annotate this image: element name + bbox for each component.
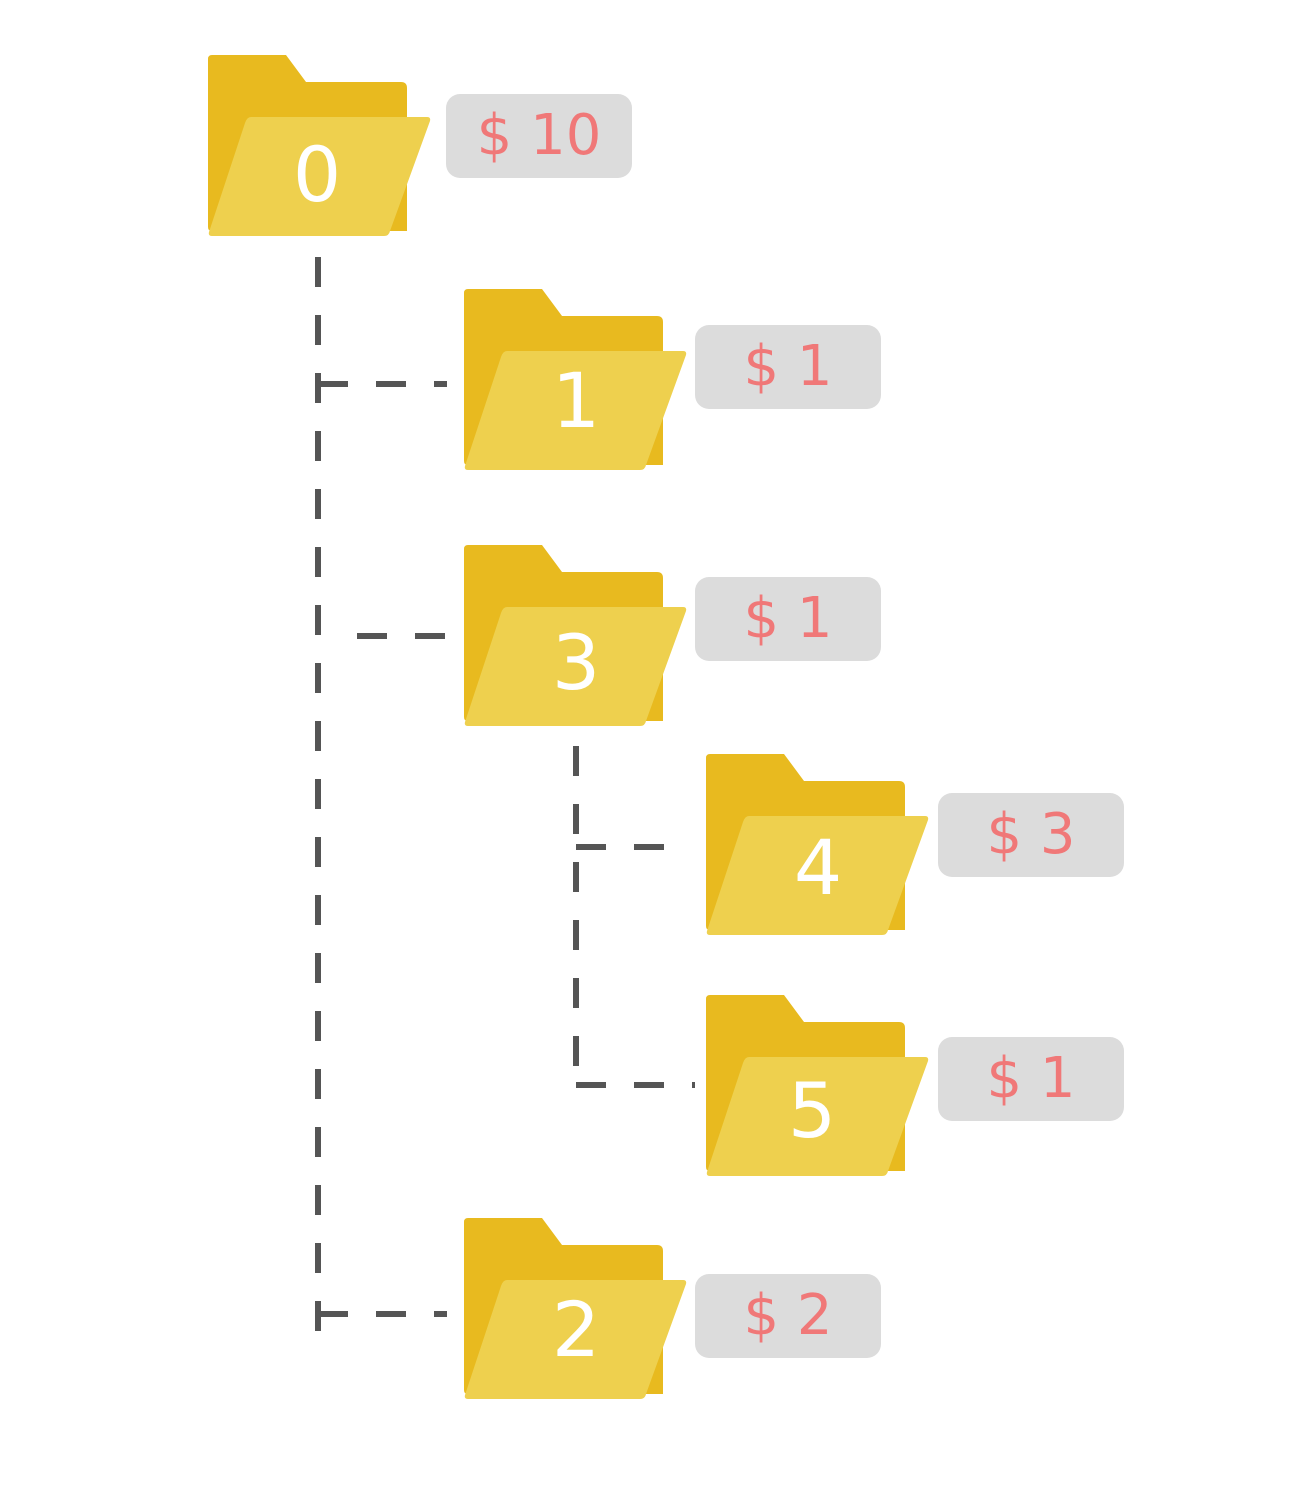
folder-label-1: 1 — [551, 356, 601, 445]
cost-badge-1: $ 1 — [695, 325, 881, 409]
folder-open-icon — [464, 545, 687, 726]
folder-open-icon — [706, 754, 929, 935]
folder-label-4: 4 — [793, 823, 843, 912]
cost-badge-3: $ 1 — [695, 577, 881, 661]
folder-label-2: 2 — [551, 1285, 601, 1374]
cost-badge-5: $ 1 — [938, 1037, 1124, 1121]
cost-badge-0: $ 10 — [446, 94, 632, 178]
folder-label-0: 0 — [292, 130, 342, 219]
folder-open-icon — [706, 995, 929, 1176]
folder-open-icon — [464, 289, 687, 470]
folder-open-icon — [208, 55, 431, 236]
folder-label-5: 5 — [787, 1066, 837, 1155]
folder-open-icon — [464, 1218, 687, 1399]
cost-badge-4: $ 3 — [938, 793, 1124, 877]
cost-badge-2: $ 2 — [695, 1274, 881, 1358]
folder-label-3: 3 — [551, 618, 601, 707]
